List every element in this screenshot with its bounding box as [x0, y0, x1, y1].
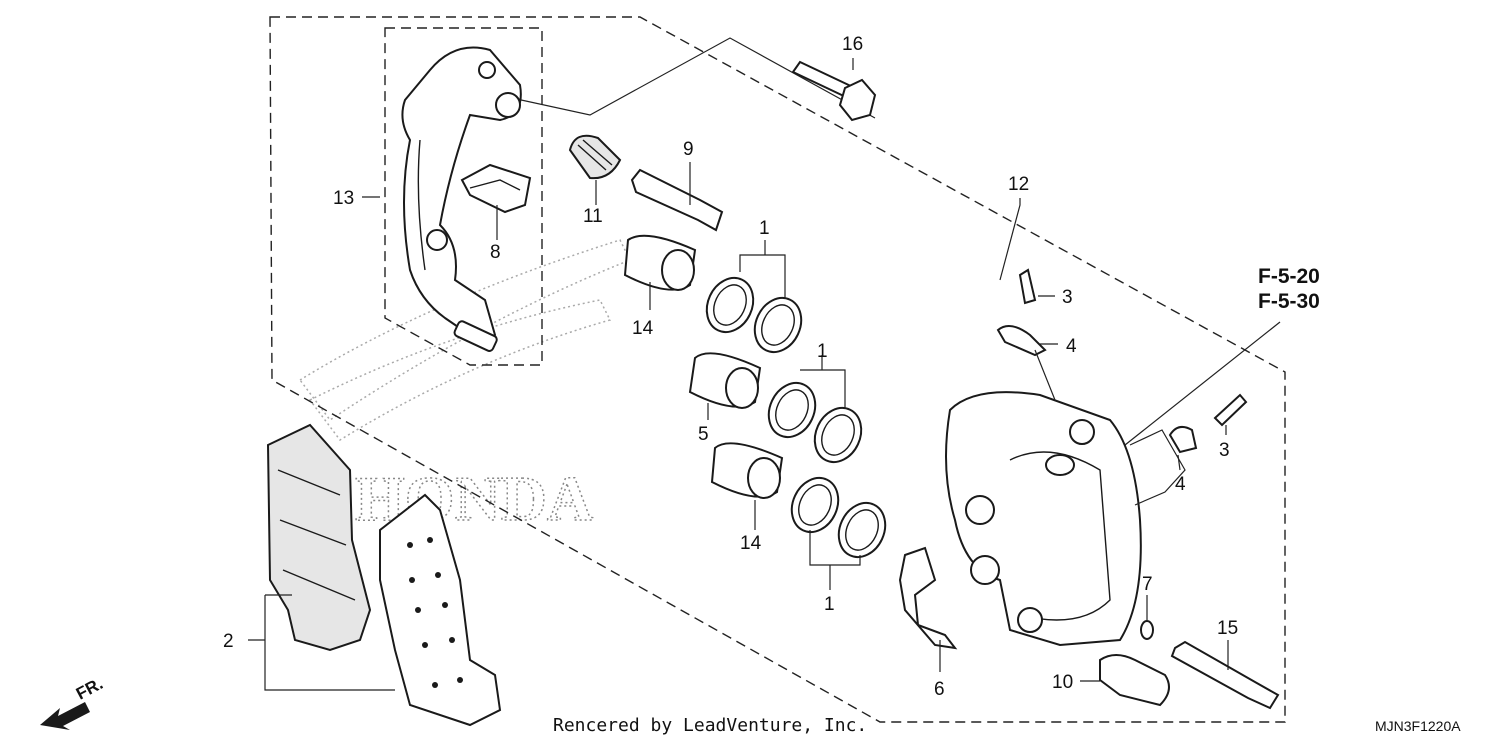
- pad-spring: [460, 163, 532, 214]
- callout-14-lower: 14: [740, 533, 762, 554]
- callout-9: 9: [683, 139, 694, 160]
- flange-bolt: [1099, 654, 1170, 707]
- brake-pads: [266, 423, 502, 727]
- caliper-assembly-outline: [269, 16, 1286, 723]
- bleeder-upper: [1018, 268, 1037, 305]
- seals: [705, 276, 887, 559]
- front-arrow-icon: [40, 702, 90, 730]
- callout-3-right: 3: [1219, 440, 1230, 461]
- callout-8: 8: [490, 242, 501, 263]
- washer: [1140, 620, 1154, 640]
- cap-right: [1168, 425, 1198, 454]
- callout-13: 13: [333, 188, 354, 209]
- callout-4-right: 4: [1175, 474, 1186, 495]
- callout-4-upper: 4: [1066, 336, 1077, 357]
- piston-lower: [710, 442, 784, 499]
- callout-1-middle: 1: [817, 341, 828, 362]
- callout-11: 11: [583, 206, 603, 227]
- callout-10: 10: [1052, 672, 1073, 693]
- leader-lines: [248, 58, 1281, 691]
- callout-3-upper: 3: [1062, 287, 1073, 308]
- diagram-code: MJN3F1220A: [1375, 718, 1461, 734]
- callout-12: 12: [1008, 174, 1029, 195]
- reference-f-5-20: F-5-20: [1258, 265, 1320, 288]
- cap-upper: [996, 325, 1047, 357]
- reference-f-5-30: F-5-30: [1258, 290, 1320, 313]
- pad-pin: [1170, 640, 1280, 710]
- callout-5: 5: [698, 424, 709, 445]
- callout-14-upper: 14: [632, 318, 654, 339]
- bleeder-right: [1213, 393, 1248, 427]
- bracket: [401, 46, 522, 352]
- callout-2: 2: [223, 631, 234, 652]
- render-credit: Rencered by LeadVenture, Inc.: [553, 715, 867, 736]
- callout-1-upper: 1: [759, 218, 770, 239]
- caliper-body: [945, 391, 1142, 647]
- piston-middle: [688, 352, 762, 409]
- bolt: [791, 60, 877, 122]
- callout-16: 16: [842, 34, 863, 55]
- boot: [568, 134, 622, 180]
- piston-upper: [623, 234, 697, 291]
- callout-6: 6: [934, 679, 945, 700]
- callout-7: 7: [1142, 574, 1153, 595]
- callout-1-lower: 1: [824, 594, 835, 615]
- callout-15: 15: [1217, 618, 1238, 639]
- front-indicator: FR.: [73, 674, 106, 704]
- anti-rattle-clip: [898, 546, 958, 650]
- bracket-outline: [384, 27, 543, 366]
- pin: [630, 168, 724, 232]
